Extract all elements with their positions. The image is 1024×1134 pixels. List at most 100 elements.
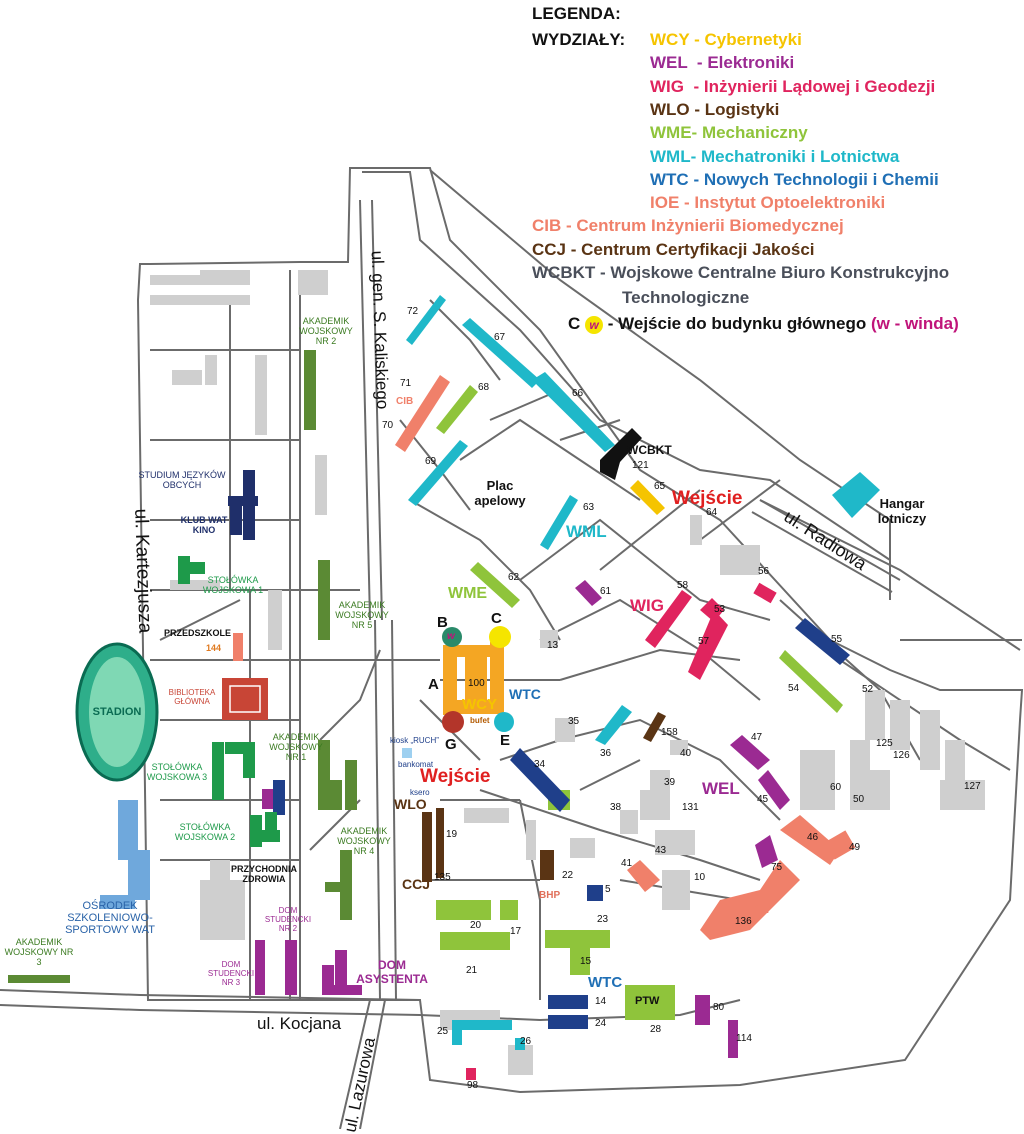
building-number-20: 20 [470, 920, 482, 931]
stadion-label: STADION [92, 706, 142, 718]
building-number-58: 58 [677, 580, 689, 591]
legend-separator: - [687, 53, 708, 72]
building-number-69: 69 [425, 456, 437, 467]
dom3-label: DOM STUDENCKI NR 3 [207, 960, 255, 987]
building-number-19: 19 [446, 829, 458, 840]
building-number-28: 28 [650, 1024, 662, 1035]
building-number-40: 40 [680, 748, 692, 759]
ksero-label: ksero [410, 788, 430, 797]
building-number-45: 45 [757, 794, 769, 805]
building-number-68: 68 [478, 382, 490, 393]
stolowka2-label: STOŁÓWKA WOJSKOWA 2 [174, 822, 236, 842]
building-number-46: 46 [807, 832, 819, 843]
building-number-47: 47 [751, 732, 763, 743]
legend-code: IOE [650, 193, 680, 212]
building-number-49: 49 [849, 842, 861, 853]
legend-code: WEL [650, 53, 688, 72]
legend-code: WME [650, 123, 692, 142]
entrance-B-label: B [437, 614, 448, 631]
building-number-22: 22 [562, 870, 574, 881]
lift-marker-icon: w [585, 315, 604, 334]
building-number-50: 50 [853, 794, 865, 805]
building-number-54: 54 [788, 683, 800, 694]
road-network [0, 167, 1024, 1129]
building-number-21: 21 [466, 965, 478, 976]
legend-name: Centrum Certyfikacji Jakości [581, 240, 815, 259]
building-number-63: 63 [583, 502, 595, 513]
entrance-label-bottom: Wejście [420, 766, 491, 787]
building-number-25: 25 [437, 1026, 449, 1037]
building-number-13: 13 [547, 640, 559, 651]
legend-name: Mechaniczny [701, 123, 808, 142]
plac-apelowy-label: Plac apelowy [474, 478, 526, 508]
legend-item-wml: WML- Mechatroniki i Lotnictwa [650, 147, 899, 167]
legend-item-cib: CIB - Centrum Inżynierii Biomedycznej [532, 216, 844, 236]
legend-item-wel: WEL - Elektroniki [650, 53, 794, 73]
building-number-126: 126 [893, 750, 910, 761]
stolowka3-label: STOŁÓWKA WOJSKOWA 3 [146, 762, 208, 782]
biblioteka-label: BIBLIOTEKA GŁÓWNA [168, 688, 216, 706]
ioe-map-label: IOE [743, 900, 769, 917]
building-number-135: 135 [434, 872, 451, 883]
wlo-map-label: WLO [394, 796, 427, 812]
legend-code: CIB [532, 216, 562, 235]
building-number-61: 61 [600, 586, 612, 597]
legend-item-wme: WME- Mechaniczny [650, 123, 808, 143]
building-number-121: 121 [632, 460, 649, 471]
hangar-label: Hangar lotniczy [877, 496, 927, 526]
legend-name: Wojskowe Centralne Biuro Konstrukcyjno [610, 263, 950, 282]
building-number-24: 24 [595, 1018, 607, 1029]
legend-code: WCY [650, 30, 690, 49]
legend-item-ccj: CCJ - Centrum Certyfikacji Jakości [532, 240, 815, 260]
legend-faculties-label: WYDZIAŁY: [532, 30, 626, 49]
dom-asystenta-label: DOM ASYSTENTA [356, 958, 428, 986]
building-number-131: 131 [682, 802, 699, 813]
wml-map-label: WML [566, 522, 607, 541]
legend-code: CCJ [532, 240, 567, 259]
przedszkole-label: PRZEDSZKOLE [164, 628, 232, 638]
building-number-65: 65 [654, 481, 666, 492]
osrodek-label: OŚRODEK SZKOLENIOWO-SPORTOWY WAT [65, 900, 155, 936]
entrance-markers [442, 626, 514, 733]
faculty-buildings [8, 295, 880, 1080]
wtc-map-label-1: WTC [509, 686, 541, 702]
legend-entrance: C w - Wejście do budynku głównego (w - w… [568, 314, 959, 334]
lift-marker-icon: w [447, 631, 455, 642]
legend-item-ioe: IOE - Instytut Optoelektroniki [650, 193, 885, 213]
bufet-label: bufet [470, 716, 490, 725]
building-number-26: 26 [520, 1036, 532, 1047]
legend-name: Logistyki [704, 100, 780, 119]
street-kartezjusza: ul. Kartezjusza [130, 508, 156, 634]
building-number-66: 66 [572, 388, 584, 399]
stolowka1-label: STOŁÓWKA WOJSKOWA 1 [202, 575, 264, 595]
building-number-64: 64 [706, 507, 718, 518]
building-number-43: 43 [655, 845, 667, 856]
legend-separator: - [561, 216, 577, 235]
building-number-98: 98 [467, 1080, 479, 1091]
wel-map-label: WEL [702, 779, 740, 798]
building-number-10: 10 [694, 872, 706, 883]
legend-separator: - [689, 100, 705, 119]
ptw-label: PTW [635, 995, 660, 1007]
building-number-114: 114 [736, 1033, 752, 1044]
building-number-56: 56 [758, 566, 770, 577]
building-number-67: 67 [494, 332, 506, 343]
building-number-70: 70 [382, 420, 394, 431]
legend-title: LEGENDA: [532, 4, 621, 23]
building-number-35: 35 [568, 716, 580, 727]
building-number-38: 38 [610, 802, 622, 813]
building-number-127: 127 [964, 781, 981, 792]
wtc-map-label-2: WTC [588, 974, 623, 991]
building-number-5: 5 [605, 884, 611, 895]
legend-item-wtc: WTC - Nowych Technologii i Chemii [650, 170, 939, 190]
legend-separator: - [595, 263, 611, 282]
entrance-A-label: A [428, 676, 439, 693]
studium-label: STUDIUM JĘZYKÓW OBCYCH [138, 470, 226, 490]
legend-separator: - [690, 147, 701, 166]
legend-name: Elektroniki [707, 53, 795, 72]
cib-map-label: CIB [396, 396, 414, 407]
legend-name: Inżynierii Lądowej i Geodezji [703, 77, 936, 96]
akademik3-label: AKADEMIK WOJSKOWY NR 3 [4, 937, 74, 967]
building-number-41: 41 [621, 858, 633, 869]
building-number-136: 136 [735, 916, 752, 927]
